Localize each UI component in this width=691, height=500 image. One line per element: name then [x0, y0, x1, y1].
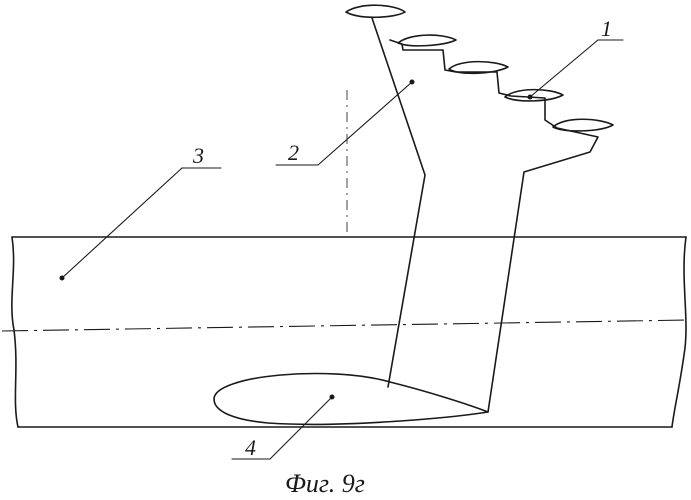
leader-dot-1: [528, 95, 533, 100]
label-2: 2: [288, 140, 299, 165]
label-4: 4: [245, 435, 256, 460]
blade: [398, 35, 456, 46]
strut: [372, 18, 598, 412]
hull-right-break: [672, 237, 686, 427]
blade: [505, 90, 563, 101]
hydrofoil: [214, 374, 488, 425]
blade: [346, 5, 405, 17]
leader-line-2: [318, 82, 412, 165]
hull-body: [2, 237, 689, 427]
label-1: 1: [601, 16, 612, 41]
leader-line-4: [270, 397, 332, 459]
hull-left-break: [12, 237, 18, 427]
leader-line-1: [530, 40, 598, 97]
figure-caption: Фиг. 9г: [285, 469, 365, 498]
leader-dot-3: [60, 276, 65, 281]
blade-array: [346, 5, 613, 131]
leader-lines: [60, 40, 624, 459]
label-3: 3: [192, 143, 204, 168]
hull-centerline: [2, 320, 689, 331]
leader-dot-4: [330, 395, 335, 400]
leader-dot-2: [410, 80, 415, 85]
leader-line-3: [62, 168, 182, 278]
blade: [553, 119, 613, 131]
